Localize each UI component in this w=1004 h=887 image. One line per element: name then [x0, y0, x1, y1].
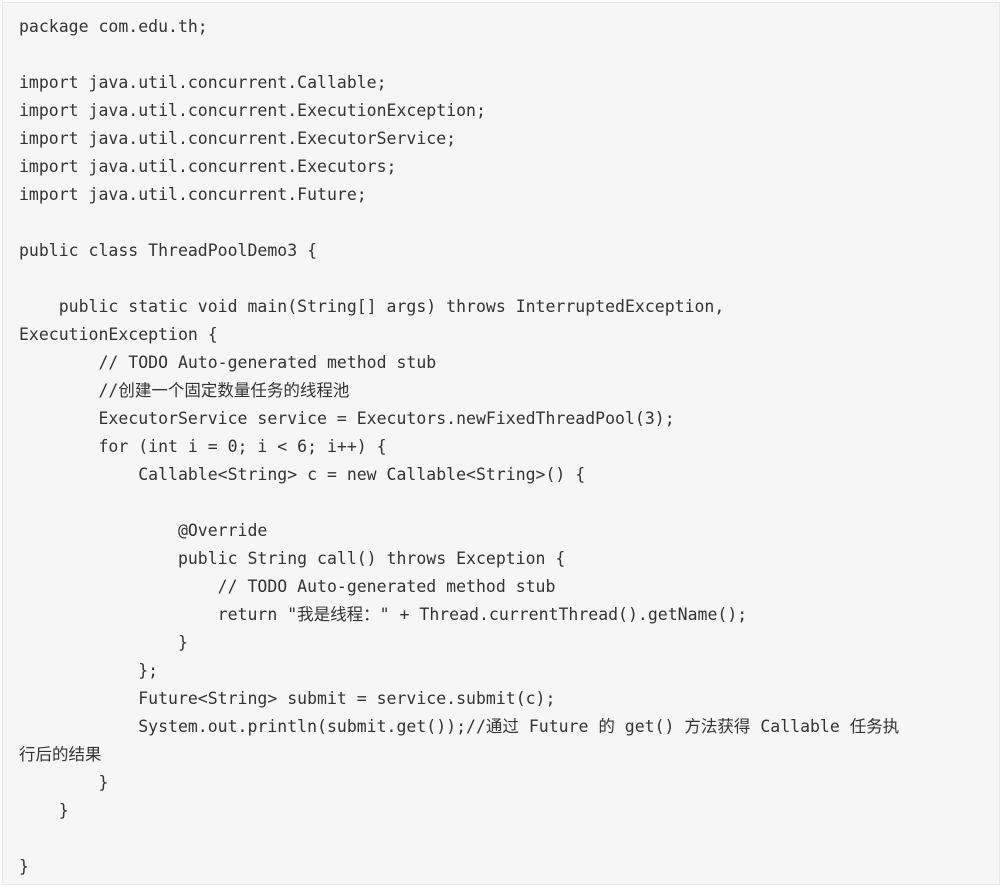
- code-line: package com.edu.th;: [19, 17, 208, 36]
- code-line: Future<String> submit = service.submit(c…: [19, 689, 556, 708]
- code-content: package com.edu.th; import java.util.conc…: [3, 3, 999, 881]
- code-line: @Override: [19, 521, 268, 540]
- code-line: };: [19, 661, 159, 680]
- code-line: import java.util.concurrent.ExecutorServ…: [19, 129, 457, 148]
- code-line: return "我是线程：" + Thread.currentThread().…: [19, 605, 748, 624]
- code-line: }: [19, 633, 188, 652]
- code-line: public static void main(String[] args) t…: [19, 297, 725, 316]
- code-line: [19, 265, 999, 293]
- code-line: ExecutionException {: [19, 325, 218, 344]
- code-line: // TODO Auto-generated method stub: [19, 577, 556, 596]
- code-line: public class ThreadPoolDemo3 {: [19, 241, 318, 260]
- code-line: }: [19, 773, 109, 792]
- code-line: import java.util.concurrent.Future;: [19, 185, 367, 204]
- code-line: public String call() throws Exception {: [19, 549, 566, 568]
- code-line: }: [19, 857, 29, 876]
- code-line: import java.util.concurrent.Callable;: [19, 73, 387, 92]
- code-line: for (int i = 0; i < 6; i++) {: [19, 437, 387, 456]
- code-line: // TODO Auto-generated method stub: [19, 353, 437, 372]
- code-line: Callable<String> c = new Callable<String…: [19, 465, 586, 484]
- code-line: [19, 825, 999, 853]
- code-line: ExecutorService service = Executors.newF…: [19, 409, 675, 428]
- code-line: import java.util.concurrent.ExecutionExc…: [19, 101, 486, 120]
- code-line: [19, 489, 999, 517]
- code-line: }: [19, 801, 69, 820]
- code-line: [19, 41, 999, 69]
- code-line: //创建一个固定数量任务的线程池: [19, 381, 350, 400]
- code-line: [19, 209, 999, 237]
- code-line: import java.util.concurrent.Executors;: [19, 157, 397, 176]
- code-line: System.out.println(submit.get());//通过 Fu…: [19, 717, 900, 736]
- code-line: 行后的结果: [19, 745, 102, 764]
